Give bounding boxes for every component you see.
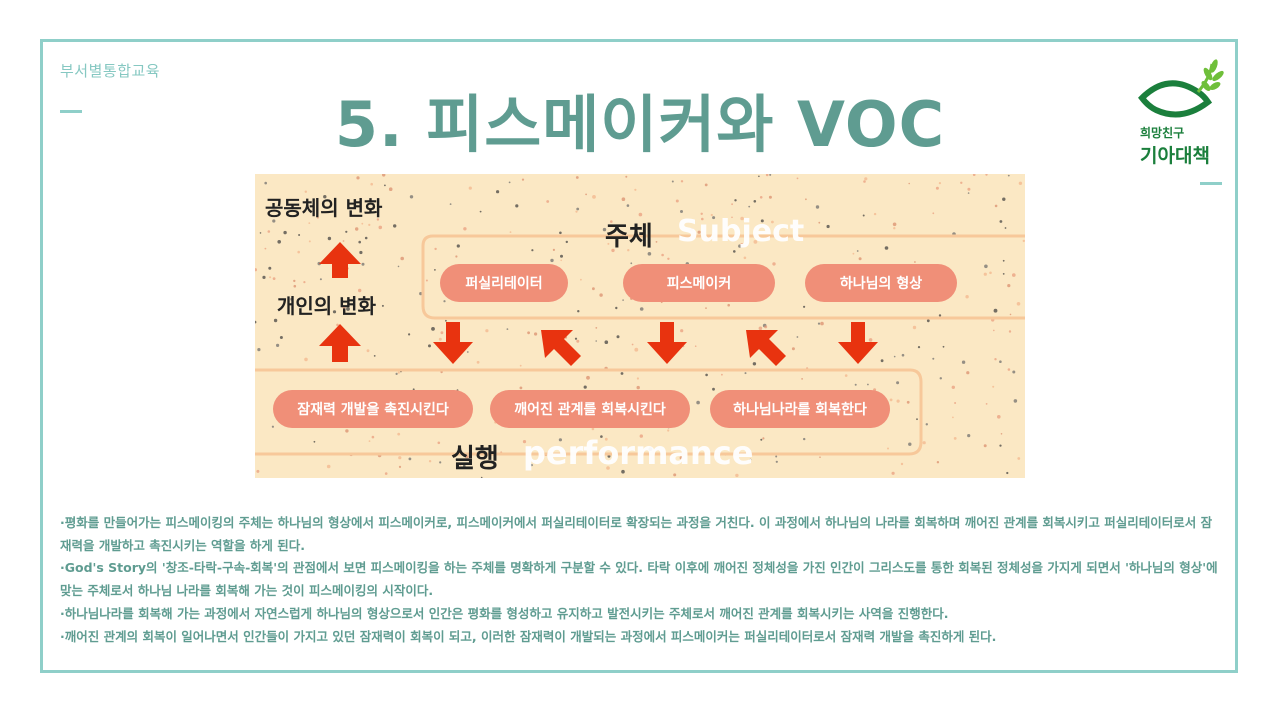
up-arrow-icon [319,324,361,362]
individual-change-label: 개인의 변화 [277,294,376,318]
pill-facilitator: 퍼실리테이터 [440,264,568,302]
pill-peacemaker: 피스메이커 [623,264,775,302]
community-change-label: 공동체의 변화 [265,196,383,220]
diagram-outlines [255,234,1025,456]
paragraph: ·깨어진 관계의 회복이 일어나면서 인간들이 가지고 있던 잠재력이 회복이 … [60,628,997,644]
body-text: ·평화를 만들어가는 피스메이킹의 주체는 하나님의 형상에서 피스메이커로, … [60,512,1222,648]
paragraph: ·평화를 만들어가는 피스메이킹의 주체는 하나님의 형상에서 피스메이커로, … [60,515,1213,553]
subject-label: 주체 [605,222,653,252]
down-arrow-icon [433,322,473,364]
paragraph: ·God's Story의 '창조-타락-구속-회복'의 관점에서 보면 피스메… [60,560,1218,599]
up-arrow-icon [319,242,361,278]
page-title: 5. 피스메이커와 VOC [334,88,946,161]
accent-dash-right [1200,182,1222,185]
performance-label: 실행 [451,444,499,474]
department-label: 부서별통합교육 [60,62,161,80]
pill-restore-relations: 깨어진 관계를 회복시킨다 [490,390,690,428]
logo-name: 기아대책 [1140,145,1210,167]
performance-english-label: performance [523,434,754,472]
diagonal-arrow-icon [541,330,581,366]
accent-dash-left [60,110,82,113]
subject-english-label: Subject [677,214,805,249]
diagonal-arrow-icon [746,330,786,366]
slide-frame [40,39,1238,673]
pill-image-of-god: 하나님의 형상 [805,264,957,302]
peacemaker-diagram: 공동체의 변화 개인의 변화 주체 Subject 퍼실리테이터 피스메이커 하… [255,174,1025,478]
down-arrow-icon [838,322,878,364]
logo-subtitle: 희망친구 [1140,126,1185,140]
pill-restore-kingdom: 하나님나라를 회복한다 [710,390,890,428]
down-arrow-icon [647,322,687,364]
paragraph: ·하나님나라를 회복해 가는 과정에서 자연스럽게 하나님의 형상으로서 인간은… [60,605,949,621]
pill-develop-potential: 잠재력 개발을 촉진시킨다 [273,390,473,428]
kfhi-logo-icon [1138,59,1224,118]
